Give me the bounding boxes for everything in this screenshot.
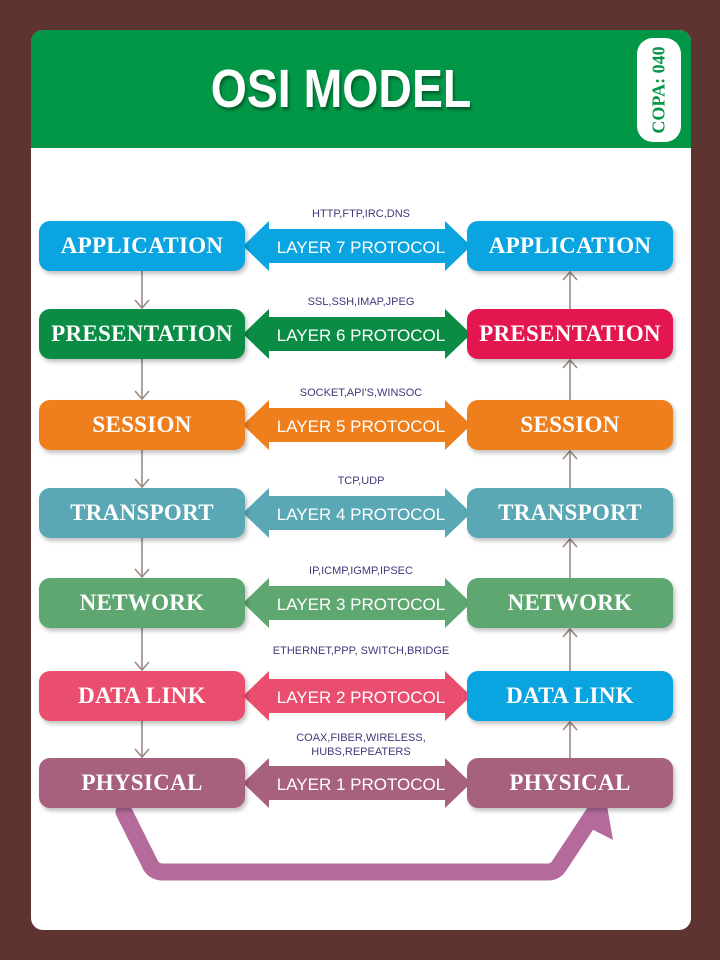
up-arrowhead-4: [562, 537, 578, 548]
up-arrowhead-6: [562, 358, 578, 369]
down-arrowhead-6: [134, 390, 150, 401]
sender-network-box: NETWORK: [39, 578, 245, 628]
up-arrowhead-3: [562, 627, 578, 638]
sender-transport-box: TRANSPORT: [39, 488, 245, 538]
layer-3-protocol-label: LAYER 3 PROTOCOL: [276, 595, 446, 614]
bottom-return-arrowhead: [578, 800, 613, 840]
layer-3-examples: IP,ICMP,IGMP,IPSEC: [309, 565, 413, 577]
osi-diagram: [115, 221, 613, 881]
layer-6-protocol-label: LAYER 6 PROTOCOL: [276, 326, 446, 345]
down-arrowhead-3: [134, 661, 150, 672]
layer-5-protocol-label: LAYER 5 PROTOCOL: [276, 417, 446, 436]
connector-arrows: [134, 270, 578, 759]
layer-6-protocol-arrow: [243, 309, 471, 359]
receiver-presentation-box: PRESENTATION: [467, 309, 673, 359]
layer-1-protocol-arrow: [243, 758, 471, 808]
sender-session-box: SESSION: [39, 400, 245, 450]
sender-presentation-box: PRESENTATION: [39, 309, 245, 359]
layer-1-examples: COAX,FIBER,WIRELESS, HUBS,REPEATERS: [296, 732, 426, 758]
protocol-arrows: [243, 221, 471, 808]
receiver-transport-box: TRANSPORT: [467, 488, 673, 538]
layer-4-examples: TCP,UDP: [337, 475, 385, 487]
receiver-data-link-box: DATA LINK: [467, 671, 673, 721]
page-title: OSI MODEL: [210, 59, 472, 119]
layer-4-protocol-label: LAYER 4 PROTOCOL: [276, 505, 446, 524]
layer-5-examples: SOCKET,API'S,WINSOC: [299, 387, 423, 399]
layer-6-examples: SSL,SSH,IMAP,JPEG: [307, 296, 415, 308]
receiver-network-box: NETWORK: [467, 578, 673, 628]
layer-4-protocol-arrow: [243, 488, 471, 538]
sender-application-box: APPLICATION: [39, 221, 245, 271]
course-badge: COPA: 040: [637, 38, 681, 142]
layer-7-protocol-arrow: [243, 221, 471, 271]
down-arrowhead-5: [134, 478, 150, 489]
layer-7-protocol-label: LAYER 7 PROTOCOL: [276, 238, 446, 257]
bottom-return-arrow: [115, 801, 605, 881]
receiver-application-box: APPLICATION: [467, 221, 673, 271]
layer-7-examples: HTTP,FTP,IRC,DNS: [312, 208, 410, 220]
receiver-session-box: SESSION: [467, 400, 673, 450]
sender-physical-box: PHYSICAL: [39, 758, 245, 808]
up-arrowhead-7: [562, 270, 578, 281]
down-arrowhead-4: [134, 568, 150, 579]
down-arrowhead-7: [134, 299, 150, 310]
layer-2-examples: ETHERNET,PPP, SWITCH,BRIDGE: [272, 645, 450, 657]
poster-card: OSI MODEL COPA: 040 APPLICATION APPLICATI…: [31, 30, 691, 930]
up-arrowhead-5: [562, 449, 578, 460]
receiver-physical-box: PHYSICAL: [467, 758, 673, 808]
sender-data-link-box: DATA LINK: [39, 671, 245, 721]
down-arrowhead-2: [134, 748, 150, 759]
layer-3-protocol-arrow: [243, 578, 471, 628]
header-banner: OSI MODEL COPA: 040: [31, 30, 691, 148]
layer-1-protocol-label: LAYER 1 PROTOCOL: [276, 775, 446, 794]
layer-2-protocol-label: LAYER 2 PROTOCOL: [276, 688, 446, 707]
layer-2-protocol-arrow: [243, 671, 471, 721]
up-arrowhead-2: [562, 720, 578, 731]
layer-5-protocol-arrow: [243, 400, 471, 450]
